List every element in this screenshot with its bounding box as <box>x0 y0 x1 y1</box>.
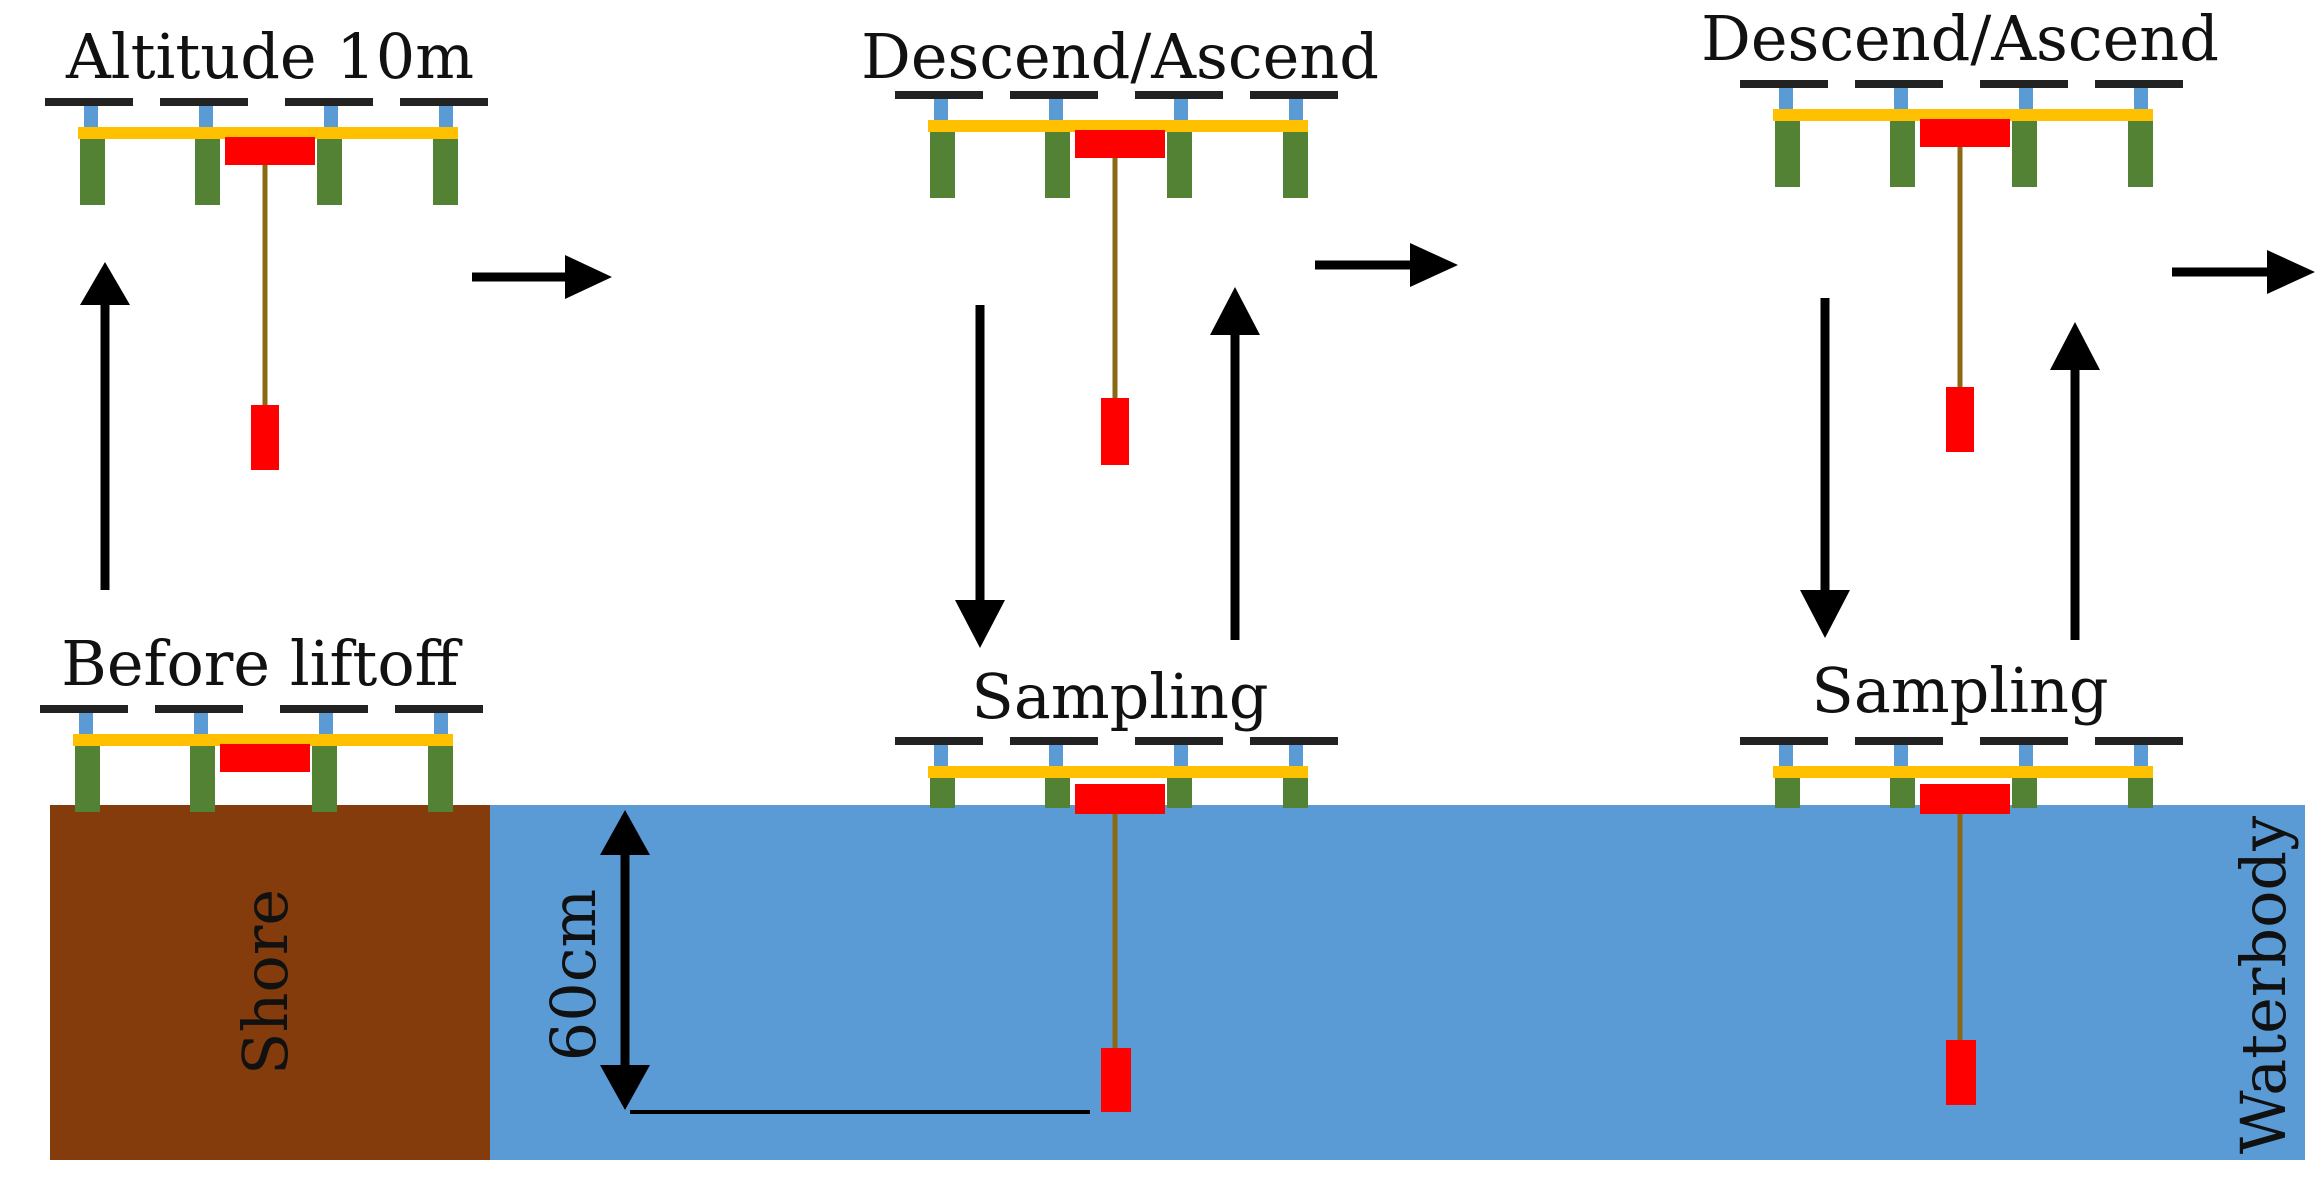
sampler-altitude <box>251 405 279 470</box>
sampling-label-1: Sampling <box>971 660 1268 733</box>
sampler-descend-2 <box>1946 387 1974 452</box>
altitude-label: Altitude 10m <box>65 20 474 93</box>
drone-sampling-2 <box>1740 737 2183 814</box>
ascend-arrow-2-icon <box>2050 322 2100 640</box>
flow-arrow-1-icon <box>472 255 612 299</box>
sampler-descend-1 <box>1101 398 1129 465</box>
drone-sampling-1 <box>895 737 1338 814</box>
depth-dimension-arrow-icon <box>600 810 1090 1114</box>
depth-label: 60cm <box>537 889 610 1061</box>
shore-label: Shore <box>229 889 302 1075</box>
liftoff-arrow-icon <box>80 262 130 590</box>
flow-arrow-2-icon <box>1315 243 1458 287</box>
descend-ascend-label-1: Descend/Ascend <box>861 20 1379 93</box>
sampling-label-2: Sampling <box>1811 654 2108 727</box>
waterbody-label: Waterbody <box>2227 816 2300 1154</box>
drone-before-liftoff <box>40 705 483 812</box>
sampler-sampling-1 <box>1101 1048 1131 1112</box>
descend-ascend-label-2: Descend/Ascend <box>1701 2 2219 75</box>
ascend-arrow-1-icon <box>1210 287 1260 640</box>
flow-arrow-3-icon <box>2172 250 2315 294</box>
descend-arrow-2-icon <box>1800 298 1850 638</box>
descend-arrow-1-icon <box>955 305 1005 648</box>
before-liftoff-label: Before liftoff <box>61 627 462 700</box>
shore-region <box>50 805 490 1160</box>
waterbody-region <box>490 805 2305 1160</box>
sampler-sampling-2 <box>1946 1040 1976 1105</box>
